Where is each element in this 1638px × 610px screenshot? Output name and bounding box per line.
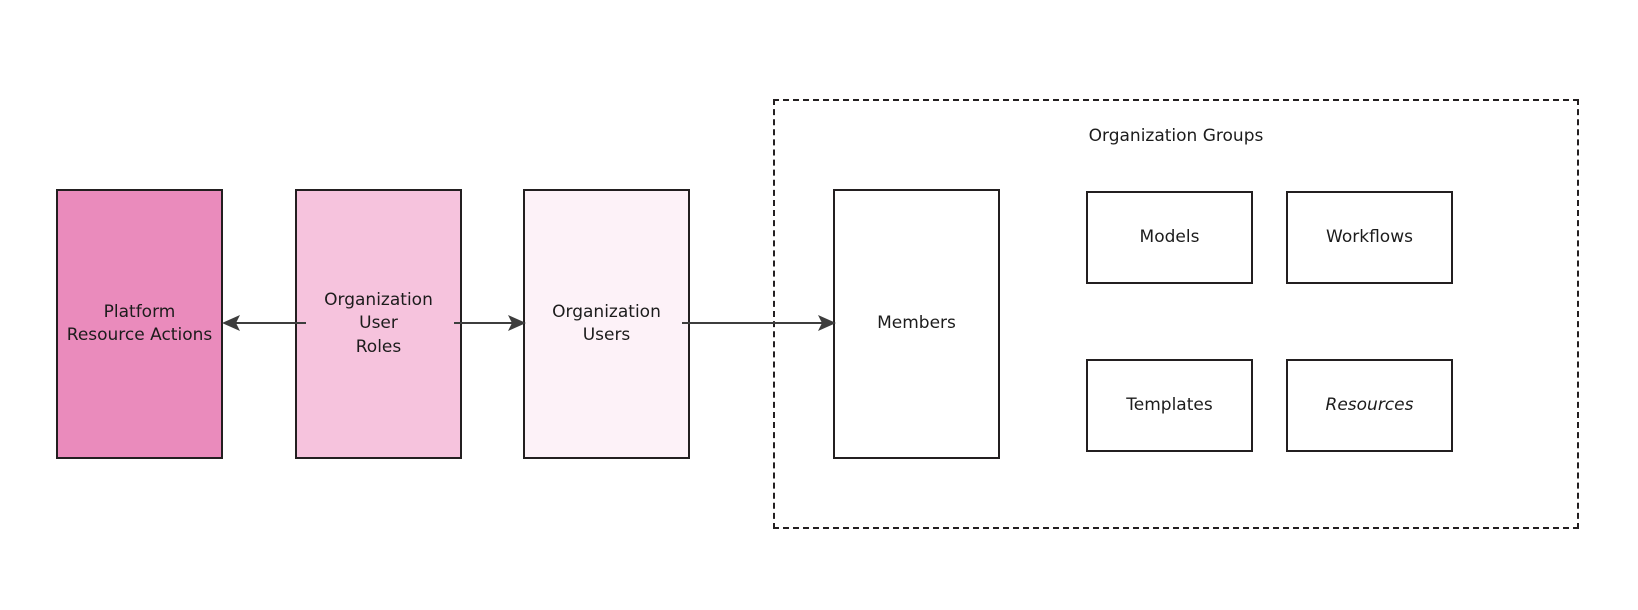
- connector-roles-to-platform-resource-actions: [222, 315, 306, 331]
- arrowhead-left-icon: [222, 315, 240, 331]
- node-templates[interactable]: Templates: [1086, 359, 1253, 452]
- organization-groups-title: Organization Groups: [1088, 126, 1264, 146]
- connector-roles-to-organization-users: [454, 315, 526, 331]
- node-templates-label: Templates: [1126, 394, 1213, 415]
- node-members-label: Members: [877, 313, 956, 334]
- node-resources[interactable]: Resources: [1286, 359, 1453, 452]
- node-organization-users[interactable]: Organization Users: [523, 189, 690, 459]
- organization-groups-container: Organization Groups: [773, 99, 1579, 529]
- node-organization-user-roles-label: Organization User Roles: [324, 289, 433, 357]
- node-workflows[interactable]: Workflows: [1286, 191, 1453, 284]
- node-platform-resource-actions-label: Platform Resource Actions: [66, 301, 213, 345]
- node-organization-user-roles[interactable]: Organization User Roles: [295, 189, 462, 459]
- node-platform-resource-actions[interactable]: Platform Resource Actions: [56, 189, 223, 459]
- node-workflows-label: Workflows: [1326, 226, 1413, 247]
- node-members[interactable]: Members: [833, 189, 1000, 459]
- node-models[interactable]: Models: [1086, 191, 1253, 284]
- node-resources-label: Resources: [1325, 394, 1414, 415]
- node-models-label: Models: [1139, 226, 1200, 247]
- node-organization-users-label: Organization Users: [552, 301, 661, 345]
